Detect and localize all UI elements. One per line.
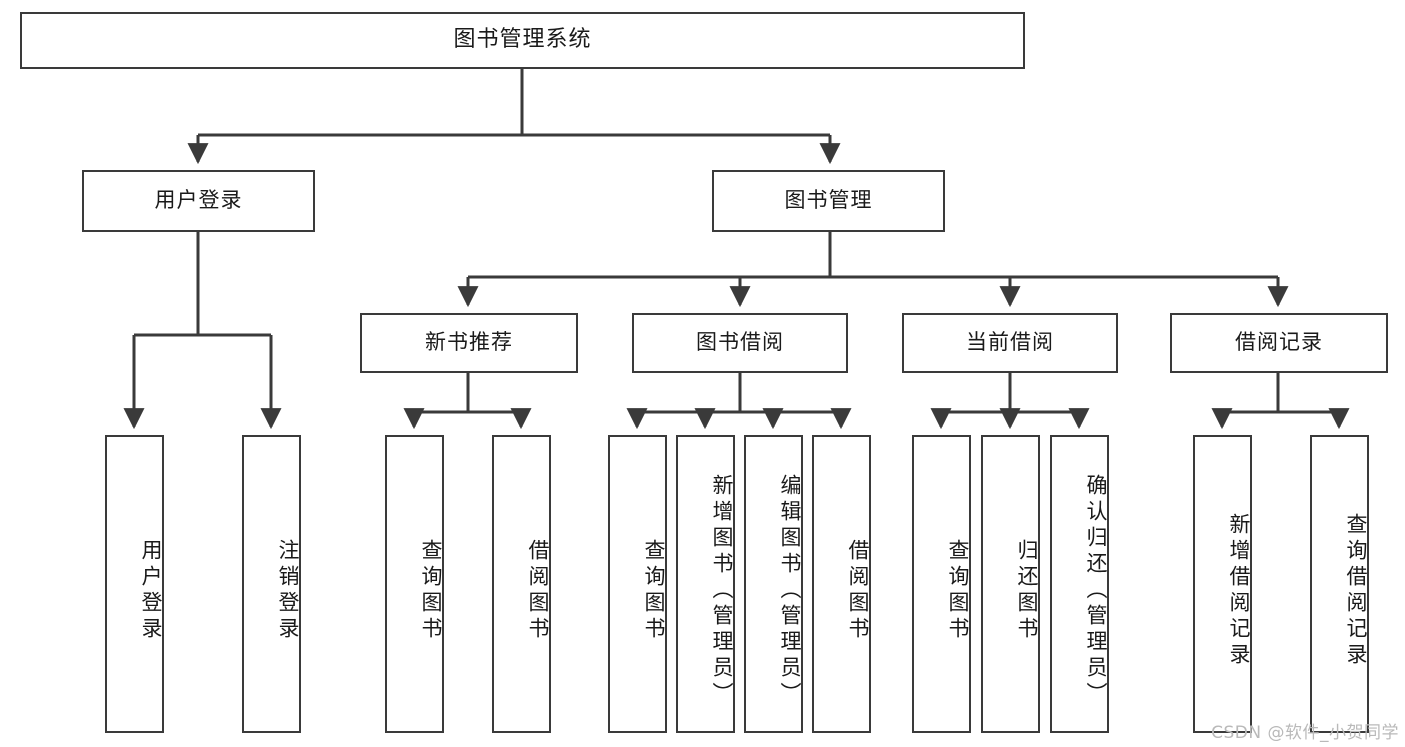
node-label: 借阅图书 <box>846 539 870 643</box>
leaf-borrow-query-book[interactable]: 查询图书 <box>608 435 667 733</box>
leaf-user-login-login[interactable]: 用户登录 <box>105 435 164 733</box>
csdn-watermark: CSDN @软件_小贺同学 <box>1211 723 1399 743</box>
leaf-record-add-record[interactable]: 新增借阅记录 <box>1193 435 1252 733</box>
node-root-system[interactable]: 图书管理系统 <box>20 12 1025 69</box>
leaf-user-login-logout[interactable]: 注销登录 <box>242 435 301 733</box>
node-label: 查询图书 <box>946 539 970 643</box>
node-label: 新书推荐 <box>425 330 513 355</box>
node-label: 用户登录 <box>139 539 163 643</box>
node-label: 图书借阅 <box>696 330 784 355</box>
node-user-login[interactable]: 用户登录 <box>82 170 315 232</box>
leaf-borrow-add-book-admin[interactable]: 新增图书（管理员） <box>676 435 735 733</box>
node-new-book-recommend[interactable]: 新书推荐 <box>360 313 578 373</box>
leaf-recommend-query-book[interactable]: 查询图书 <box>385 435 444 733</box>
node-label: 借阅记录 <box>1235 330 1323 355</box>
node-label: 新增借阅记录 <box>1227 513 1251 669</box>
node-current-borrow[interactable]: 当前借阅 <box>902 313 1118 373</box>
node-label: 借阅图书 <box>526 539 550 643</box>
leaf-recommend-borrow-book[interactable]: 借阅图书 <box>492 435 551 733</box>
node-label: 注销登录 <box>276 539 300 643</box>
node-book-borrow[interactable]: 图书借阅 <box>632 313 848 373</box>
node-borrow-record[interactable]: 借阅记录 <box>1170 313 1388 373</box>
node-label: 图书管理系统 <box>453 27 592 53</box>
leaf-borrow-borrow-book[interactable]: 借阅图书 <box>812 435 871 733</box>
node-label: 查询图书 <box>642 539 666 643</box>
node-label: 图书管理 <box>784 188 873 213</box>
leaf-current-query-book[interactable]: 查询图书 <box>912 435 971 733</box>
node-label: 当前借阅 <box>966 330 1054 355</box>
node-label: 查询借阅记录 <box>1344 513 1368 669</box>
leaf-current-return-book[interactable]: 归还图书 <box>981 435 1040 733</box>
node-label: 用户登录 <box>154 188 243 213</box>
node-label: 归还图书 <box>1015 539 1039 643</box>
node-label: 新增图书（管理员） <box>710 474 734 708</box>
node-label: 编辑图书（管理员） <box>778 474 802 708</box>
node-label: 确认归还（管理员） <box>1084 474 1108 708</box>
node-label: 查询图书 <box>419 539 443 643</box>
leaf-borrow-edit-book-admin[interactable]: 编辑图书（管理员） <box>744 435 803 733</box>
leaf-record-query-record[interactable]: 查询借阅记录 <box>1310 435 1369 733</box>
node-book-management[interactable]: 图书管理 <box>712 170 945 232</box>
leaf-current-confirm-return-admin[interactable]: 确认归还（管理员） <box>1050 435 1109 733</box>
